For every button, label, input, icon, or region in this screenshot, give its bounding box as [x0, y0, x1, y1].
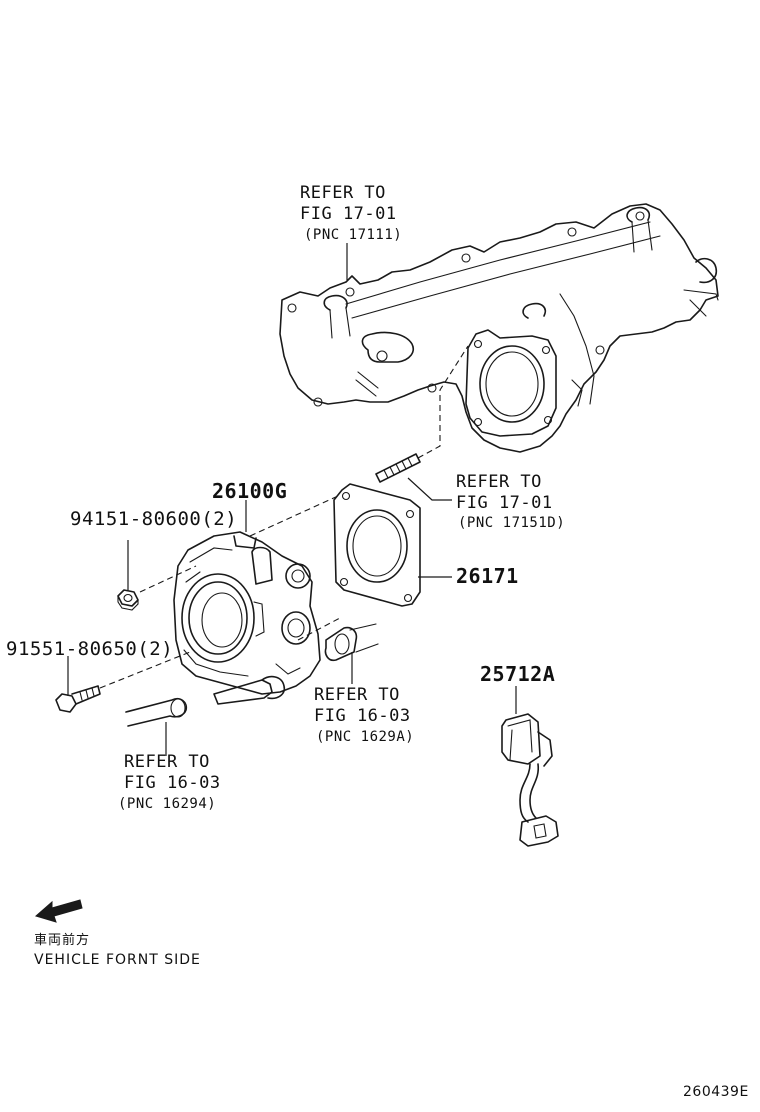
intake-manifold-drawing — [279, 203, 719, 453]
nut-drawing — [117, 589, 139, 611]
vehicle-front-side-label: VEHICLE FORNT SIDE — [34, 952, 201, 968]
sensor-part-number: 25712A — [480, 662, 556, 686]
nut-dashed-line — [139, 565, 197, 593]
illustration-code: 260439E — [683, 1084, 749, 1100]
guide-dashed-line-1 — [249, 495, 339, 537]
bolt-dashed-line — [99, 651, 191, 689]
stud-refer-line1: REFER TO — [456, 472, 542, 492]
hose-right-refer-pnc: (PNC 1629A) — [316, 729, 415, 745]
stud-dashed-line — [417, 345, 469, 459]
manifold-refer-line2: FIG 17-01 — [300, 204, 397, 224]
hose-right-refer-line1: REFER TO — [314, 685, 400, 705]
hose-right-drawing — [324, 623, 379, 662]
stud-refer-line2: FIG 17-01 — [456, 493, 553, 513]
bolt-part-number: 91551-80650(2) — [6, 638, 174, 660]
hose-left-refer-pnc: (PNC 16294) — [118, 796, 217, 812]
nut-part-number: 94151-80600(2) — [70, 508, 238, 530]
sensor-drawing — [501, 713, 559, 847]
hose-left-drawing — [125, 697, 188, 727]
throttle-body-part-number: 26100G — [212, 479, 288, 503]
manifold-refer-pnc: (PNC 17111) — [304, 227, 403, 243]
guide-dashed-line-2 — [297, 617, 341, 641]
gasket-part-number: 26171 — [456, 564, 519, 588]
stud-refer-pnc: (PNC 17151D) — [458, 515, 566, 531]
hose-right-refer-line2: FIG 16-03 — [314, 706, 411, 726]
hose-left-refer-line2: FIG 16-03 — [124, 773, 221, 793]
vehicle-front-arrow-icon — [34, 899, 83, 923]
stud-drawing — [375, 453, 421, 483]
hose-left-refer-line1: REFER TO — [124, 752, 210, 772]
throttle-body-drawing — [173, 531, 321, 705]
vehicle-front-japanese-label: 車両前方 — [34, 933, 91, 948]
stud-leader-line — [407, 477, 452, 501]
manifold-refer-line1: REFER TO — [300, 183, 386, 203]
bolt-drawing — [55, 685, 101, 713]
gasket-drawing — [333, 483, 421, 607]
